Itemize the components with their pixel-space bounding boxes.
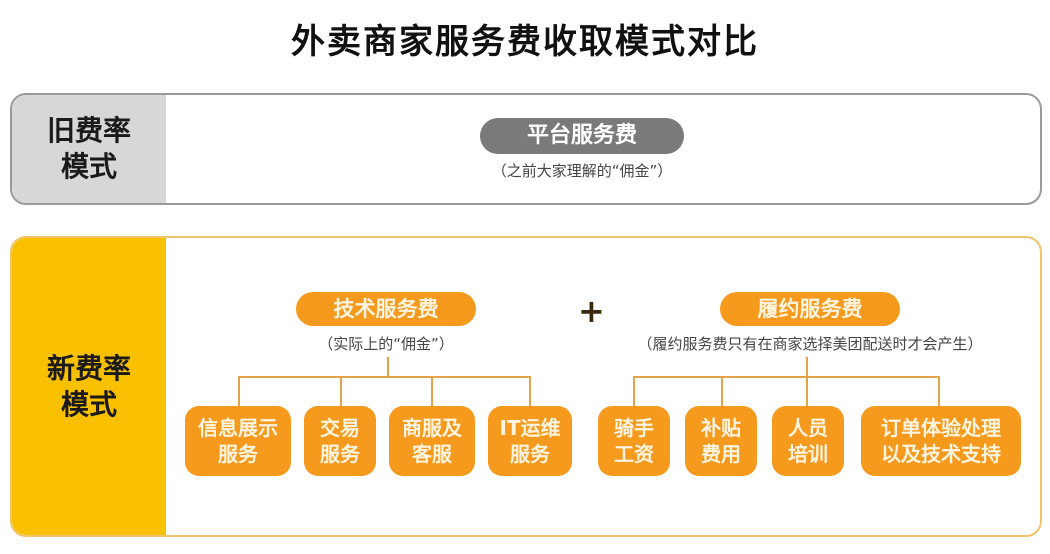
- connector-line: [431, 376, 433, 406]
- new-mode-label-line1: 新费率: [46, 351, 131, 385]
- old-mode-panel: 旧费率模式: [10, 93, 1042, 205]
- connector-line: [633, 376, 635, 406]
- delivery-fee-note: （履约服务费只有在商家选择美团配送时才会产生）: [637, 335, 983, 353]
- connector-line: [387, 357, 389, 377]
- new-mode-label: 新费率模式: [12, 238, 166, 535]
- plus-icon: +: [578, 292, 605, 330]
- delivery-item-rider-wages: 骑手工资: [598, 406, 670, 476]
- tech-item-merchant-service: 商服及客服: [389, 406, 475, 476]
- connector-line: [938, 376, 940, 406]
- tech-fee-note: （实际上的“佣金”）: [318, 335, 454, 353]
- connector-line: [529, 376, 531, 406]
- old-mode-label-line2: 模式: [60, 150, 117, 183]
- connector-line: [721, 376, 723, 406]
- connector-line: [633, 376, 940, 378]
- delivery-item-subsidy: 补贴费用: [685, 406, 757, 476]
- page-title: 外卖商家服务费收取模式对比: [291, 22, 759, 62]
- tech-item-transaction: 交易服务: [304, 406, 376, 476]
- old-mode-label: 旧费率模式: [12, 95, 166, 203]
- tech-item-it-ops: IT运维服务: [488, 406, 572, 476]
- platform-fee-pill: 平台服务费: [480, 118, 684, 154]
- connector-line: [238, 376, 531, 378]
- connector-line: [238, 376, 240, 406]
- new-mode-panel: 新费率模式: [10, 236, 1042, 537]
- delivery-item-order-support: 订单体验处理以及技术支持: [861, 406, 1021, 476]
- platform-fee-note: （之前大家理解的“佣金”）: [491, 162, 673, 180]
- new-mode-label-line2: 模式: [60, 387, 117, 421]
- delivery-fee-pill: 履约服务费: [720, 292, 900, 326]
- connector-line: [340, 376, 342, 406]
- tech-fee-pill: 技术服务费: [296, 292, 476, 326]
- tech-item-info-display: 信息展示服务: [185, 406, 291, 476]
- delivery-item-training: 人员培训: [772, 406, 844, 476]
- connector-line: [806, 357, 808, 406]
- old-mode-label-line1: 旧费率: [46, 114, 131, 147]
